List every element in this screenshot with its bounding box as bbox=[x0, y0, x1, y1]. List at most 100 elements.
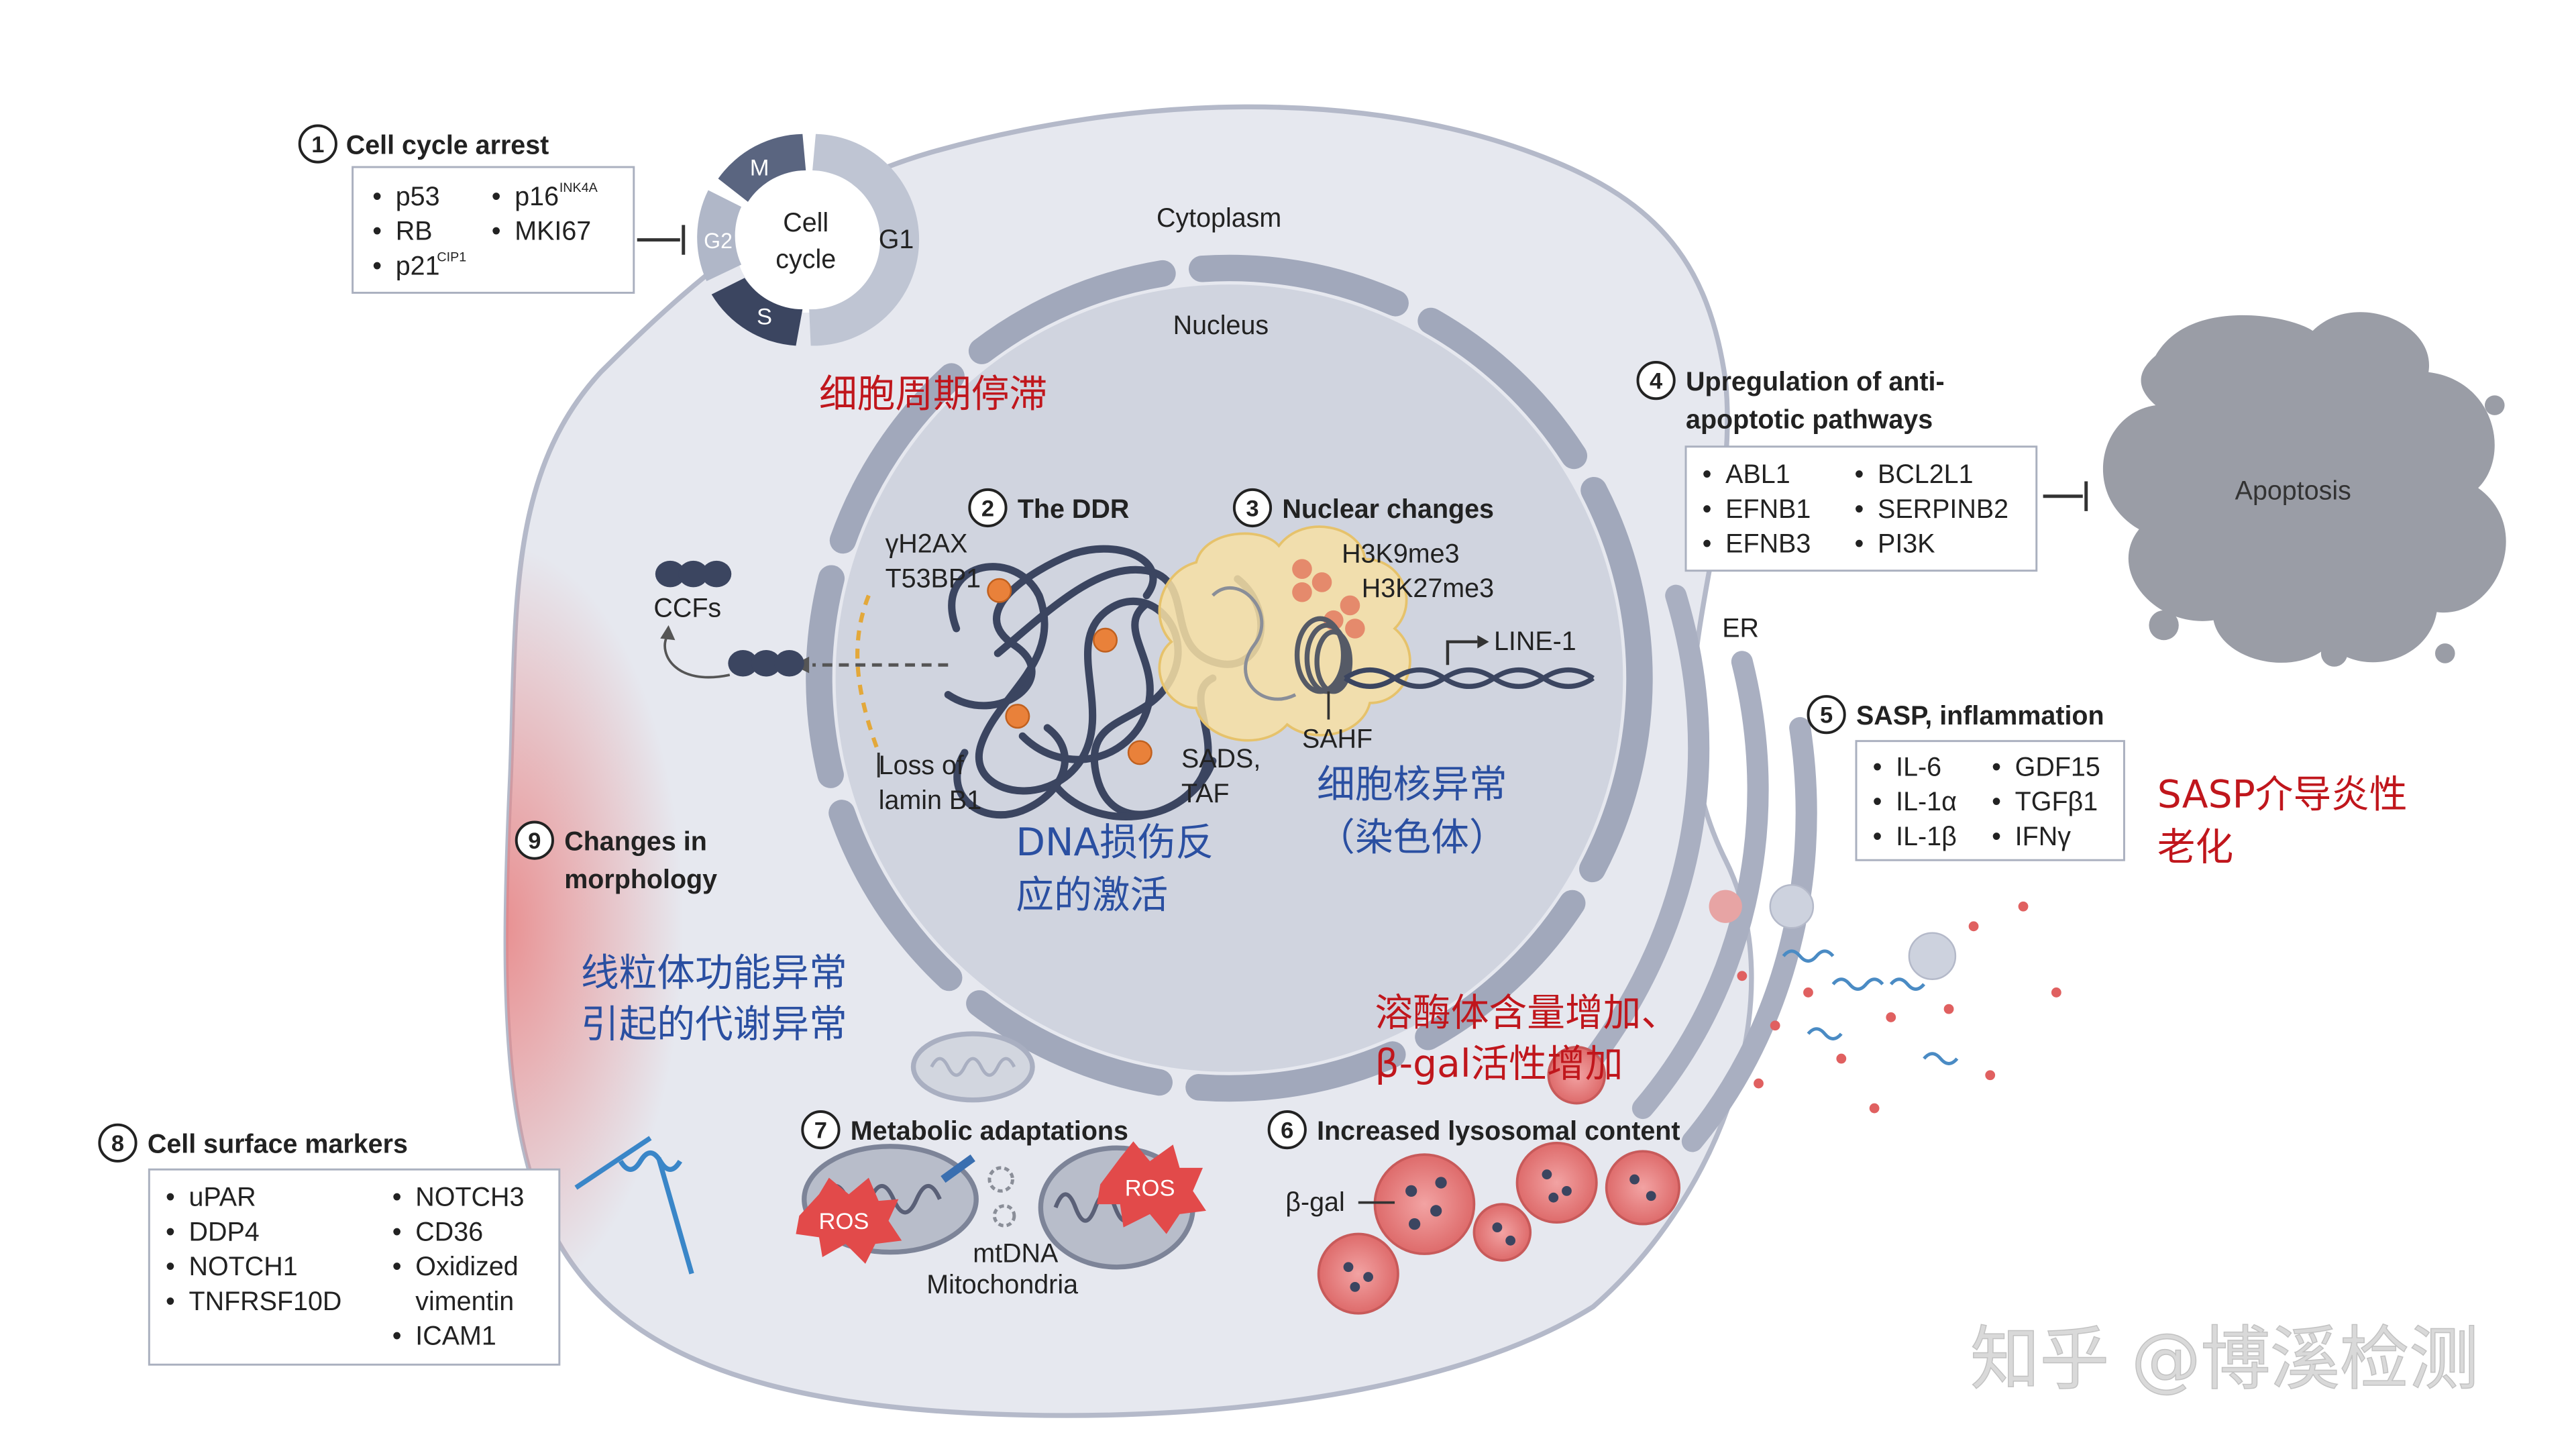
annotation-mito-1: 线粒体功能异常 bbox=[581, 951, 847, 996]
marker-rb: RB bbox=[396, 217, 433, 246]
lysosomes bbox=[1317, 1045, 1680, 1315]
label-mitochondria: Mitochondria bbox=[926, 1270, 1078, 1299]
sasp-particles bbox=[1709, 883, 2061, 1114]
marker-il1a: IL-1α bbox=[1896, 787, 1957, 816]
marker-mki67: MKI67 bbox=[515, 217, 591, 246]
box-sasp-markers bbox=[1855, 740, 2125, 861]
label-loss-of: Loss of bbox=[879, 751, 965, 780]
label-sads: SADS, bbox=[1181, 744, 1260, 773]
title-morphology-2: morphology bbox=[564, 865, 717, 894]
bullet: • bbox=[166, 1287, 175, 1316]
bullet: • bbox=[1855, 494, 1864, 524]
label-taf: TAF bbox=[1181, 779, 1230, 808]
title-ddr: The DDR bbox=[1018, 494, 1130, 524]
watermark: 知乎 @博溪检测 bbox=[1970, 1319, 2479, 1399]
marker-il6: IL-6 bbox=[1896, 752, 1941, 782]
lysosome-granules bbox=[1343, 1169, 1656, 1292]
inhibit-cellcycle bbox=[637, 225, 686, 255]
marker-efnb1: EFNB1 bbox=[1725, 494, 1811, 524]
number-circles bbox=[98, 124, 1846, 1163]
bullet: • bbox=[1992, 822, 2001, 851]
phase-g2-arc bbox=[697, 190, 742, 282]
label-s: S bbox=[757, 304, 772, 329]
marker-upar: uPAR bbox=[189, 1183, 256, 1212]
bullet: • bbox=[166, 1183, 175, 1212]
label-t53bp1: T53BP1 bbox=[885, 564, 981, 593]
marker-oxidized: Oxidized bbox=[415, 1252, 518, 1281]
bullet: • bbox=[372, 182, 382, 211]
label-nucleus: Nucleus bbox=[1173, 311, 1269, 340]
nuclear-envelope bbox=[806, 254, 1653, 1102]
num-4: 4 bbox=[1650, 368, 1663, 394]
annotation-lyso-2: β-gal活性增加 bbox=[1375, 1042, 1623, 1086]
lamin-b1-loss bbox=[855, 594, 881, 753]
bullet: • bbox=[1873, 822, 1882, 851]
title-nuclear-changes: Nuclear changes bbox=[1282, 494, 1494, 524]
mito-export-arrow bbox=[941, 1155, 975, 1183]
box-cell-cycle-markers bbox=[352, 166, 635, 294]
sup-ink4a: INK4A bbox=[559, 180, 598, 195]
morphology-highlight bbox=[506, 545, 684, 1307]
ccf-curve-arrow bbox=[663, 636, 731, 679]
bullet: • bbox=[392, 1252, 402, 1281]
label-cell: Cell bbox=[783, 208, 828, 237]
phase-m-arc bbox=[718, 133, 806, 202]
bullet: • bbox=[1855, 460, 1864, 489]
ros-burst-left bbox=[796, 1177, 902, 1264]
phase-s-arc bbox=[711, 278, 803, 346]
bullet: • bbox=[492, 182, 501, 211]
label-bgal: β-gal bbox=[1285, 1187, 1344, 1217]
num-7: 7 bbox=[814, 1118, 827, 1143]
bullet: • bbox=[1992, 787, 2001, 816]
label-ros-right: ROS bbox=[1125, 1176, 1175, 1201]
bullet: • bbox=[1703, 460, 1712, 489]
num-5: 5 bbox=[1820, 703, 1833, 729]
surface-receptor bbox=[574, 1136, 694, 1275]
ros-burst-right bbox=[1097, 1141, 1206, 1234]
num-3: 3 bbox=[1246, 496, 1258, 521]
heterochromatin-cloud bbox=[1158, 525, 1411, 742]
marker-icam1: ICAM1 bbox=[415, 1322, 496, 1351]
phase-g1-arc bbox=[809, 133, 920, 346]
marker-pi3k: PI3K bbox=[1878, 529, 1935, 559]
dna-helix bbox=[1344, 667, 1595, 689]
marker-p53: p53 bbox=[396, 182, 440, 211]
marker-gdf15: GDF15 bbox=[2015, 752, 2100, 782]
label-sahf: SAHF bbox=[1302, 724, 1373, 754]
sahf-coil bbox=[1294, 616, 1353, 694]
bullet: • bbox=[392, 1217, 402, 1246]
label-ros-left: ROS bbox=[819, 1209, 869, 1234]
label-h3k9me3: H3K9me3 bbox=[1342, 539, 1459, 568]
inhibit-apoptosis bbox=[2043, 481, 2088, 511]
cell-cycle-wheel bbox=[697, 133, 920, 346]
label-lamin-b1: lamin B1 bbox=[879, 786, 981, 815]
marker-vimentin: vimentin bbox=[415, 1287, 514, 1316]
label-mtdna: mtDNA bbox=[973, 1238, 1059, 1268]
title-sasp: SASP, inflammation bbox=[1856, 701, 2104, 731]
bullet: • bbox=[1855, 529, 1864, 559]
cycle-center bbox=[735, 167, 881, 313]
marker-notch3: NOTCH3 bbox=[415, 1183, 524, 1212]
bullet: • bbox=[392, 1183, 402, 1212]
num-2: 2 bbox=[981, 496, 994, 521]
marker-p16: p16 bbox=[515, 182, 559, 211]
mtdna-circles bbox=[987, 1166, 1016, 1228]
annotation-cell-cycle: 细胞周期停滞 bbox=[819, 372, 1047, 417]
title-surface-markers: Cell surface markers bbox=[148, 1130, 408, 1159]
label-er: ER bbox=[1722, 613, 1759, 643]
marker-serpinb2: SERPINB2 bbox=[1878, 494, 2008, 524]
label-ccfs: CCFs bbox=[653, 594, 721, 623]
label-apoptosis: Apoptosis bbox=[2235, 476, 2351, 506]
bullet: • bbox=[1703, 494, 1712, 524]
light-chromatin bbox=[1212, 586, 1297, 701]
marker-tgfb1: TGFβ1 bbox=[2015, 787, 2098, 816]
label-g1: G1 bbox=[879, 225, 914, 254]
annotation-sasp-2: 老化 bbox=[2157, 825, 2233, 869]
num-1: 1 bbox=[311, 132, 324, 158]
label-m: M bbox=[750, 155, 769, 180]
marker-cd36: CD36 bbox=[415, 1217, 483, 1246]
title-lysosomal: Increased lysosomal content bbox=[1317, 1116, 1680, 1146]
bullet: • bbox=[372, 251, 382, 280]
num-9: 9 bbox=[528, 828, 541, 854]
